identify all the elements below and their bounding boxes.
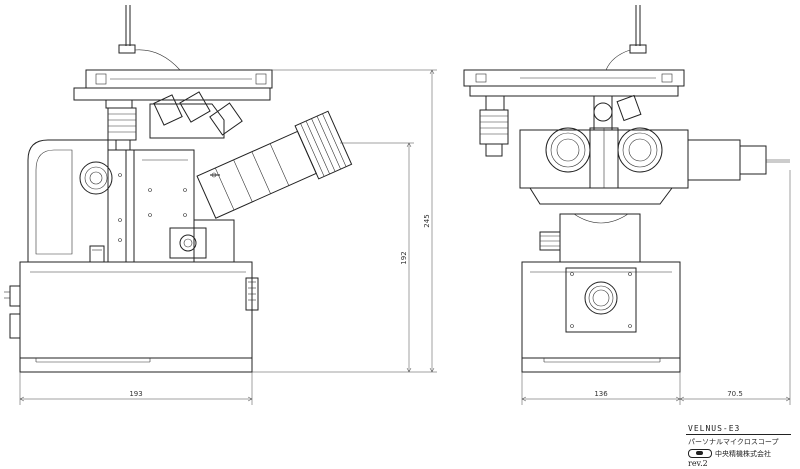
dim-left-width: 193 xyxy=(129,390,142,398)
side-stage-top xyxy=(85,69,273,89)
side-port-ring xyxy=(79,161,113,195)
maker-logo-icon xyxy=(688,449,712,458)
side-body xyxy=(133,149,195,263)
side-nosepiece xyxy=(149,103,225,139)
front-camera-port xyxy=(687,139,741,181)
side-base-foot xyxy=(19,358,253,373)
side-view xyxy=(4,5,353,373)
side-filter-box xyxy=(169,227,207,259)
side-base-knob xyxy=(245,277,259,311)
dim-right-offset: 70.5 xyxy=(727,390,743,398)
title-block-rule xyxy=(686,434,791,435)
title-block-description: パーソナルマイクロスコープ xyxy=(688,438,779,446)
side-eyepiece-tube xyxy=(196,110,353,219)
front-dimensions xyxy=(521,170,791,405)
side-stage xyxy=(73,87,271,101)
title-block-maker: 中央精機株式会社 xyxy=(715,450,771,458)
side-dimensions xyxy=(19,69,437,405)
side-base xyxy=(19,261,253,359)
front-base-foot xyxy=(521,358,681,373)
side-arm xyxy=(27,139,109,262)
front-base-port xyxy=(565,267,637,333)
front-coarse-knob xyxy=(479,109,509,145)
side-left-knob xyxy=(9,285,21,307)
front-eyepiece-left xyxy=(545,127,591,173)
front-column xyxy=(559,213,641,263)
title-block-revision: rev.2 xyxy=(688,459,708,468)
front-view xyxy=(463,5,790,373)
dim-left-height-outer: 245 xyxy=(423,214,431,227)
dim-left-height-inner: 192 xyxy=(400,251,408,264)
title-block-model: VELNUS-E3 xyxy=(688,424,741,433)
side-coarse-knob xyxy=(107,107,137,141)
side-column xyxy=(107,149,135,263)
front-eyepiece-right xyxy=(617,127,663,173)
dim-right-width: 136 xyxy=(594,390,608,398)
